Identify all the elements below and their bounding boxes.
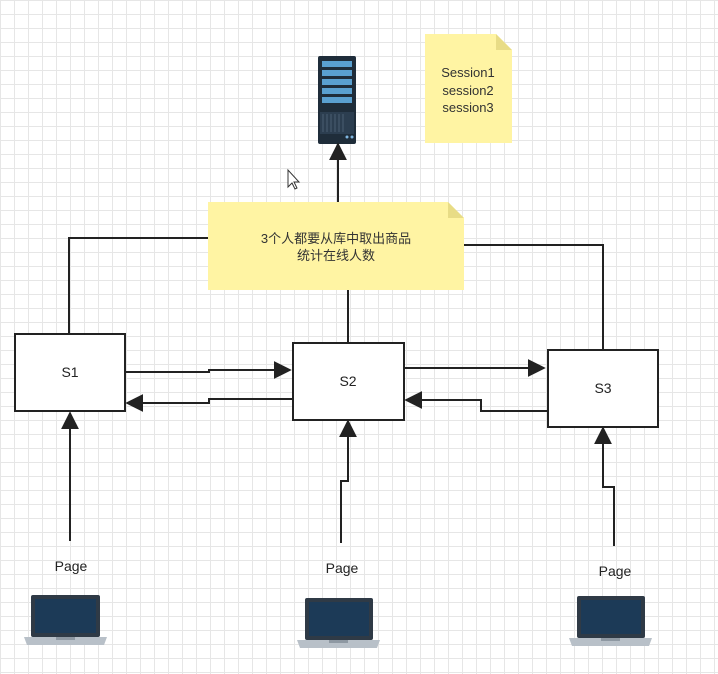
- page-label-1: Page: [55, 558, 88, 574]
- mouse-cursor-icon: [287, 168, 301, 190]
- s2-to-s1-arrow: [125, 394, 293, 412]
- s3-to-note-line: [464, 244, 604, 349]
- laptop-icon: [569, 596, 652, 646]
- node-s3-label: S3: [594, 380, 611, 396]
- connectors: [61, 142, 615, 546]
- s3-to-s2-arrow: [404, 391, 548, 412]
- laptop-icon: [24, 595, 107, 645]
- s1-to-note-line: [68, 237, 208, 333]
- node-s2-label: S2: [339, 373, 356, 389]
- note-line-1: 3个人都要从库中取出商品: [261, 231, 411, 246]
- node-s2[interactable]: S2: [292, 342, 405, 421]
- node-s1-label: S1: [61, 364, 78, 380]
- server-icon: [318, 56, 356, 144]
- node-s1[interactable]: S1: [14, 333, 126, 412]
- node-s3[interactable]: S3: [547, 349, 659, 428]
- session-line-3: session3: [442, 100, 493, 115]
- sessions-sticky-note: Session1 session2 session3: [425, 34, 512, 143]
- note-line-2: 统计在线人数: [297, 248, 375, 263]
- page3-to-s3-arrow: [594, 426, 615, 546]
- page-label-3: Page: [599, 563, 632, 579]
- page-label-2: Page: [326, 560, 359, 576]
- laptop-icon: [297, 598, 380, 648]
- session-line-2: session2: [442, 83, 493, 98]
- s1-to-s2-arrow: [125, 361, 292, 379]
- page2-to-s2-arrow: [339, 419, 357, 543]
- session-line-1: Session1: [441, 65, 494, 80]
- main-sticky-note: 3个人都要从库中取出商品 统计在线人数: [208, 202, 464, 290]
